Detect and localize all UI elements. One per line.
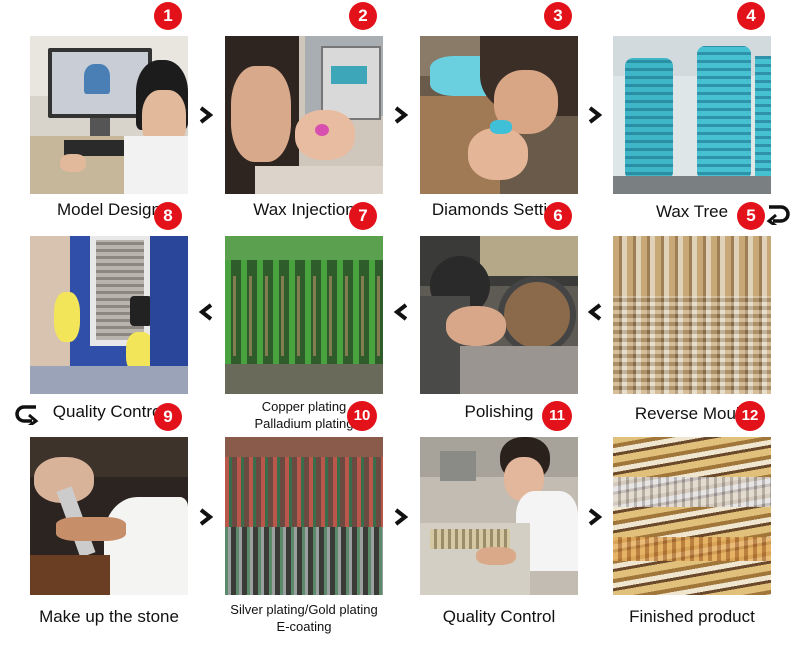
step-label-line-2: E-coating: [276, 619, 332, 634]
chevron-right-icon: [394, 508, 409, 526]
step-label-line-1: Silver plating/Gold plating: [230, 602, 378, 617]
step-label: Wax Tree: [655, 202, 729, 221]
step-number-badge: 11: [542, 401, 572, 431]
step-label: Polishing: [464, 402, 534, 421]
chevron-left-icon: [198, 303, 213, 321]
step-number-badge: 1: [154, 2, 182, 30]
chevron-right-icon: [199, 508, 214, 526]
silver-plating-photo: [225, 437, 383, 595]
step-number-badge: 2: [349, 2, 377, 30]
step-label-line-1: Copper plating: [261, 399, 347, 414]
step-number-badge: 4: [737, 2, 765, 30]
step-number-badge: 12: [735, 401, 765, 431]
step-label: Quality Control: [442, 607, 556, 626]
u-turn-arrow-icon: [15, 405, 39, 425]
copper-plating-photo: [225, 236, 383, 394]
step-label: Reverse Mould: [634, 404, 750, 423]
step-number-badge: 5: [737, 202, 765, 230]
step-number-badge: 3: [544, 2, 572, 30]
chevron-right-icon: [394, 106, 409, 124]
finished-product-photo: [613, 437, 771, 595]
model-design-photo: [30, 36, 188, 194]
wax-injection-photo: [225, 36, 383, 194]
step-label: Wax Injection: [253, 200, 355, 219]
wax-tree-photo: [613, 36, 771, 194]
step-label: Diamonds Setting: [431, 200, 567, 219]
step-number-badge: 10: [347, 401, 377, 431]
step-number-badge: 8: [154, 202, 182, 230]
step-label: Model Design: [57, 200, 161, 219]
step-label: Finished product: [629, 607, 755, 626]
chevron-left-icon: [393, 303, 408, 321]
chevron-right-icon: [588, 508, 603, 526]
step-number-badge: 6: [544, 202, 572, 230]
step-number-badge: 9: [154, 403, 182, 431]
step-label: Quality Control: [52, 402, 166, 421]
step-label: Make up the stone: [39, 607, 179, 626]
polishing-photo: [420, 236, 578, 394]
chevron-right-icon: [199, 106, 214, 124]
make-up-stone-photo: [30, 437, 188, 595]
chevron-left-icon: [587, 303, 602, 321]
diamonds-setting-photo: [420, 36, 578, 194]
step-label-line-2: Palladium plating: [254, 416, 354, 431]
quality-control-photo-2: [420, 437, 578, 595]
reverse-mould-photo: [613, 236, 771, 394]
u-turn-arrow-icon: [766, 205, 790, 225]
step-number-badge: 7: [349, 202, 377, 230]
quality-control-photo: [30, 236, 188, 394]
chevron-right-icon: [588, 106, 603, 124]
